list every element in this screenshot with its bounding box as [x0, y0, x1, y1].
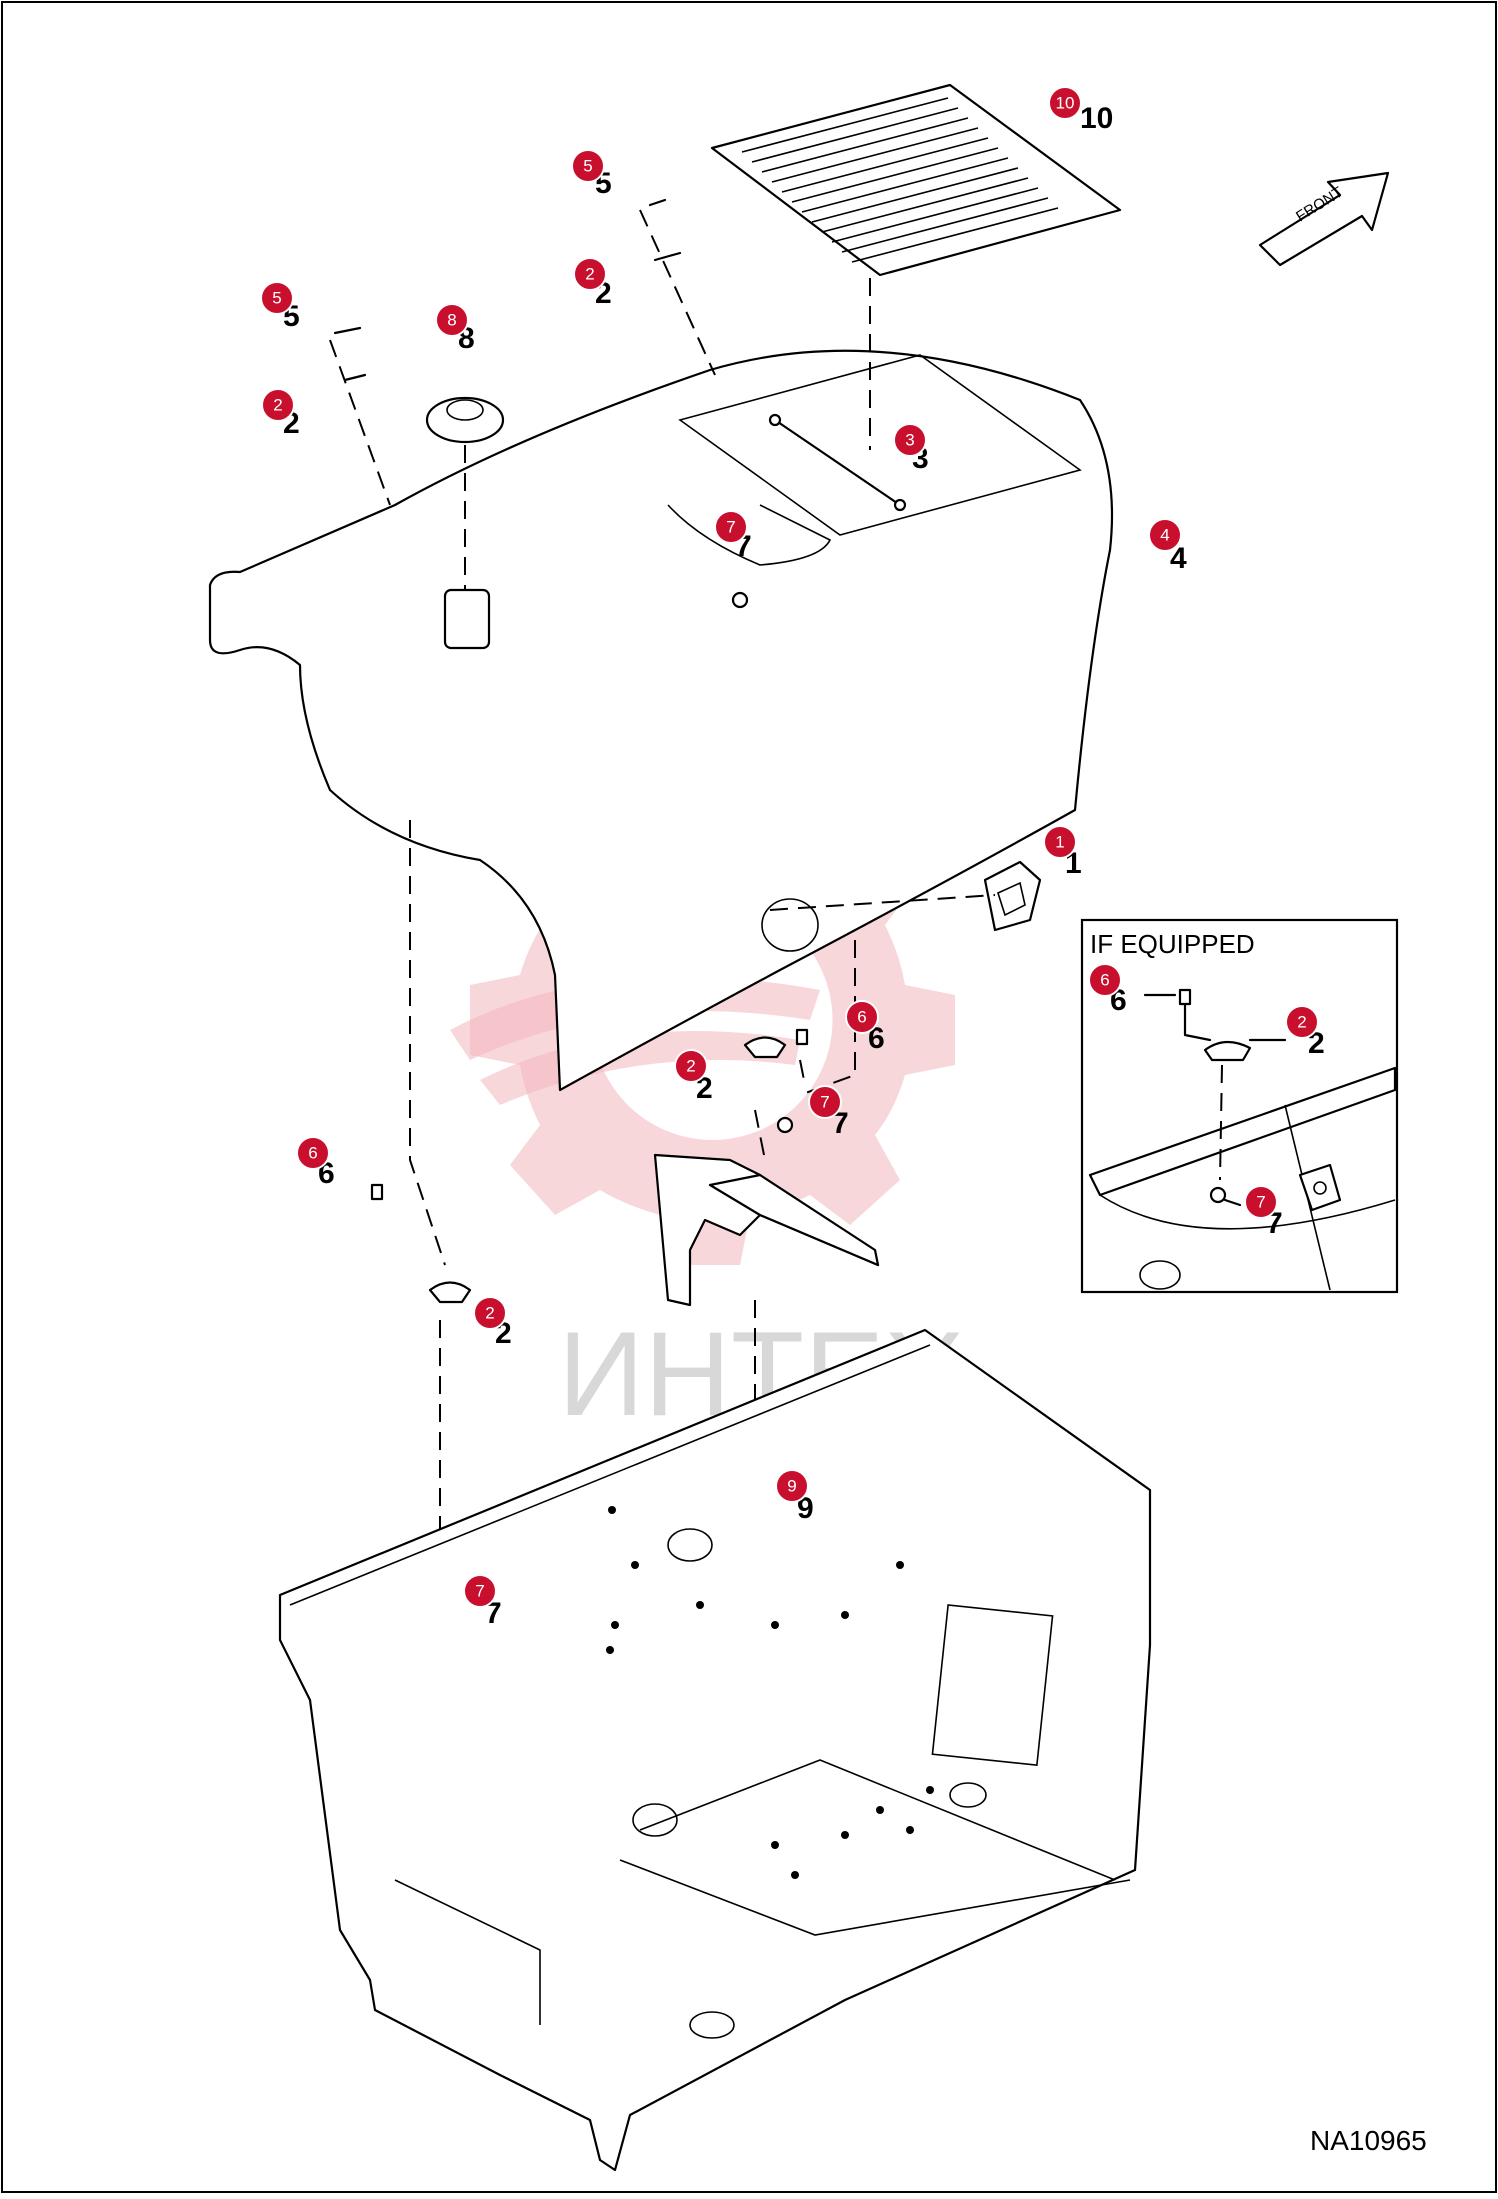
callout-label: 7 — [1256, 1193, 1265, 1212]
callout-label: 6 — [308, 1144, 317, 1163]
hood-cover — [208, 349, 1114, 1092]
grille-panel — [710, 83, 1122, 277]
callout-label: 2 — [686, 1057, 695, 1076]
callout-6: 66 — [845, 1000, 885, 1055]
callout-label: 4 — [1160, 526, 1169, 545]
callout-7: 77 — [463, 1574, 502, 1630]
callout-badge — [571, 149, 605, 183]
callout-badge — [893, 423, 927, 457]
callout-badge — [1244, 1185, 1278, 1219]
callout-badge — [845, 1000, 879, 1034]
fill-cap — [425, 396, 505, 444]
callout-label: 2 — [1297, 1013, 1306, 1032]
callout-label: 5 — [583, 157, 592, 176]
callout-badge — [260, 281, 294, 315]
callout-6: 66 — [1088, 963, 1127, 1017]
callout-7: 77 — [1244, 1185, 1283, 1240]
mount-bracket — [653, 1153, 880, 1307]
callout-label: 10 — [1056, 94, 1075, 113]
callout-2: 22 — [261, 388, 300, 440]
callout-label: 7 — [475, 1582, 484, 1601]
callout-9: 99 — [775, 1469, 814, 1525]
part-number: 4 — [1170, 542, 1187, 575]
callout-badge — [296, 1136, 330, 1170]
callout-badge — [1148, 518, 1182, 552]
callout-badge — [775, 1469, 809, 1503]
latch-handle — [983, 860, 1042, 932]
figure-code: NA10965 — [1310, 2125, 1427, 2156]
callout-label: 5 — [272, 289, 281, 308]
callout-badge — [573, 257, 607, 291]
callout-label: 9 — [787, 1477, 796, 1496]
gas-strut — [768, 413, 907, 512]
callout-label: 1 — [1055, 833, 1064, 852]
callout-label: 2 — [273, 396, 282, 415]
callout-label: 7 — [726, 518, 735, 537]
callout-label: 7 — [820, 1093, 829, 1112]
callout-5: 55 — [260, 281, 300, 333]
callout-2: 22 — [473, 1296, 512, 1350]
callout-4: 44 — [1148, 518, 1187, 575]
callout-2: 22 — [1285, 1005, 1325, 1060]
callout-badge — [714, 510, 748, 544]
callout-5: 55 — [571, 149, 612, 200]
callout-badge — [1088, 963, 1122, 997]
callout-badge — [1048, 86, 1082, 120]
callout-badge — [435, 303, 469, 337]
part-number: 7 — [832, 1107, 849, 1140]
callout-10: 10 10 — [1048, 86, 1113, 135]
callout-badge — [1043, 825, 1077, 859]
callout-badge — [1285, 1005, 1319, 1039]
callout-badge — [674, 1049, 708, 1083]
callout-2: 22 — [573, 257, 612, 310]
callout-badge — [808, 1085, 842, 1119]
callout-8: 88 — [435, 303, 475, 355]
callout-label: 2 — [485, 1304, 494, 1323]
callout-6: 66 — [296, 1136, 335, 1190]
callout-badge — [463, 1574, 497, 1608]
callout-layer: 1010552255882233774411662277662299776622… — [260, 86, 1325, 1630]
callout-label: 6 — [857, 1008, 866, 1027]
callout-label: 3 — [905, 431, 914, 450]
callout-badge — [261, 388, 295, 422]
front-direction-arrow-icon: FRONT — [1258, 171, 1390, 267]
callout-7: 77 — [714, 510, 752, 563]
part-number: 10 — [1080, 102, 1113, 135]
callout-2: 22 — [674, 1049, 713, 1105]
callout-3: 33 — [893, 423, 929, 475]
callout-label: 2 — [585, 265, 594, 284]
if-equipped-inset: IF EQUIPPED — [1080, 918, 1399, 1294]
callout-label: 6 — [1100, 971, 1109, 990]
inset-title: IF EQUIPPED — [1090, 929, 1255, 959]
callout-7: 77 — [808, 1085, 849, 1140]
chassis-frame — [278, 1328, 1152, 2172]
callout-badge — [473, 1296, 507, 1330]
callout-1: 11 — [1043, 825, 1082, 880]
callout-label: 8 — [447, 311, 456, 330]
